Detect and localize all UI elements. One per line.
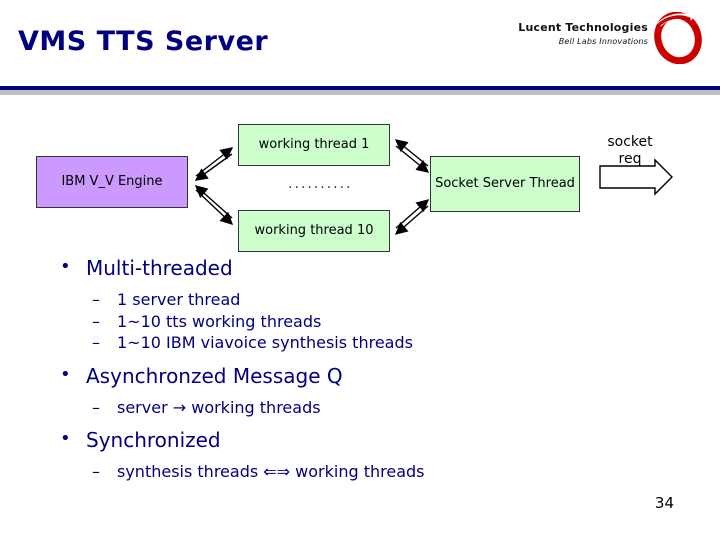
bullet-synchronized: • Synchronized [0, 428, 720, 453]
sub-bullet-label: 1~10 IBM viavoice synthesis threads [117, 333, 413, 353]
sub-bullet-tts-working-threads: – 1~10 tts working threads [0, 311, 720, 333]
logo-line-1: Lucent Technologies [518, 21, 648, 34]
page-title: VMS TTS Server [18, 26, 269, 57]
bullet-marker: • [60, 256, 71, 277]
bullet-marker: • [60, 363, 71, 385]
sub-bullet-label: 1 server thread [117, 290, 241, 309]
bullet-label: Multi-threaded [86, 256, 233, 280]
sub-bullet-label: 1~10 tts working threads [117, 311, 322, 331]
sub-bullet-marker: – [92, 290, 100, 309]
bullet-label: Synchronized [86, 428, 221, 453]
socket-req-label: socket req [607, 134, 653, 167]
sub-bullet-synthesis-working: – synthesis threads ⇐⇒ working threads [0, 461, 720, 483]
sub-bullet-label: server → working threads [117, 397, 321, 417]
logo-text: Lucent Technologies Bell Labs Innovation… [518, 21, 648, 46]
divider-bar-top [0, 86, 720, 90]
sub-bullet-viavoice-threads: – 1~10 IBM viavoice synthesis threads [0, 332, 720, 354]
sub-bullet-server-to-working: – server → working threads [0, 397, 720, 419]
sub-bullet-server-thread: – 1 server thread [0, 289, 720, 311]
bullet-multi-threaded: • Multi-threaded [0, 256, 720, 281]
bullet-marker: • [60, 428, 71, 450]
diagram-node-working-thread-10: working thread 10 [238, 210, 390, 252]
sub-bullet-marker: – [92, 462, 100, 482]
diagram-connectors [194, 139, 673, 235]
architecture-diagram: IBM V_V Engine working thread 1 working … [0, 98, 720, 258]
divider-bar-bottom [0, 90, 720, 95]
sub-bullet-marker: – [92, 397, 100, 417]
logo-line-2: Bell Labs Innovations [558, 36, 648, 46]
brand-logo: Lucent Technologies Bell Labs Innovation… [516, 12, 706, 72]
sub-bullet-marker: – [92, 333, 100, 353]
diagram-node-working-thread-1: working thread 1 [238, 124, 390, 166]
page-number: 34 [654, 494, 674, 512]
diagram-ellipsis: .......... [288, 176, 353, 192]
lucent-ring-icon [654, 12, 702, 64]
sub-bullet-label: synthesis threads ⇐⇒ working threads [117, 462, 425, 482]
slide-body: • Multi-threaded – 1 server thread – 1~1… [0, 256, 720, 483]
title-divider [0, 86, 720, 95]
bullet-label: Asynchronzed Message Q [86, 363, 343, 388]
sub-bullet-marker: – [92, 311, 100, 331]
bullet-async-message-q: • Asynchronzed Message Q [0, 364, 720, 389]
diagram-node-socket-server-thread: Socket Server Thread [430, 156, 580, 212]
diagram-node-ibm-engine: IBM V_V Engine [36, 156, 188, 208]
